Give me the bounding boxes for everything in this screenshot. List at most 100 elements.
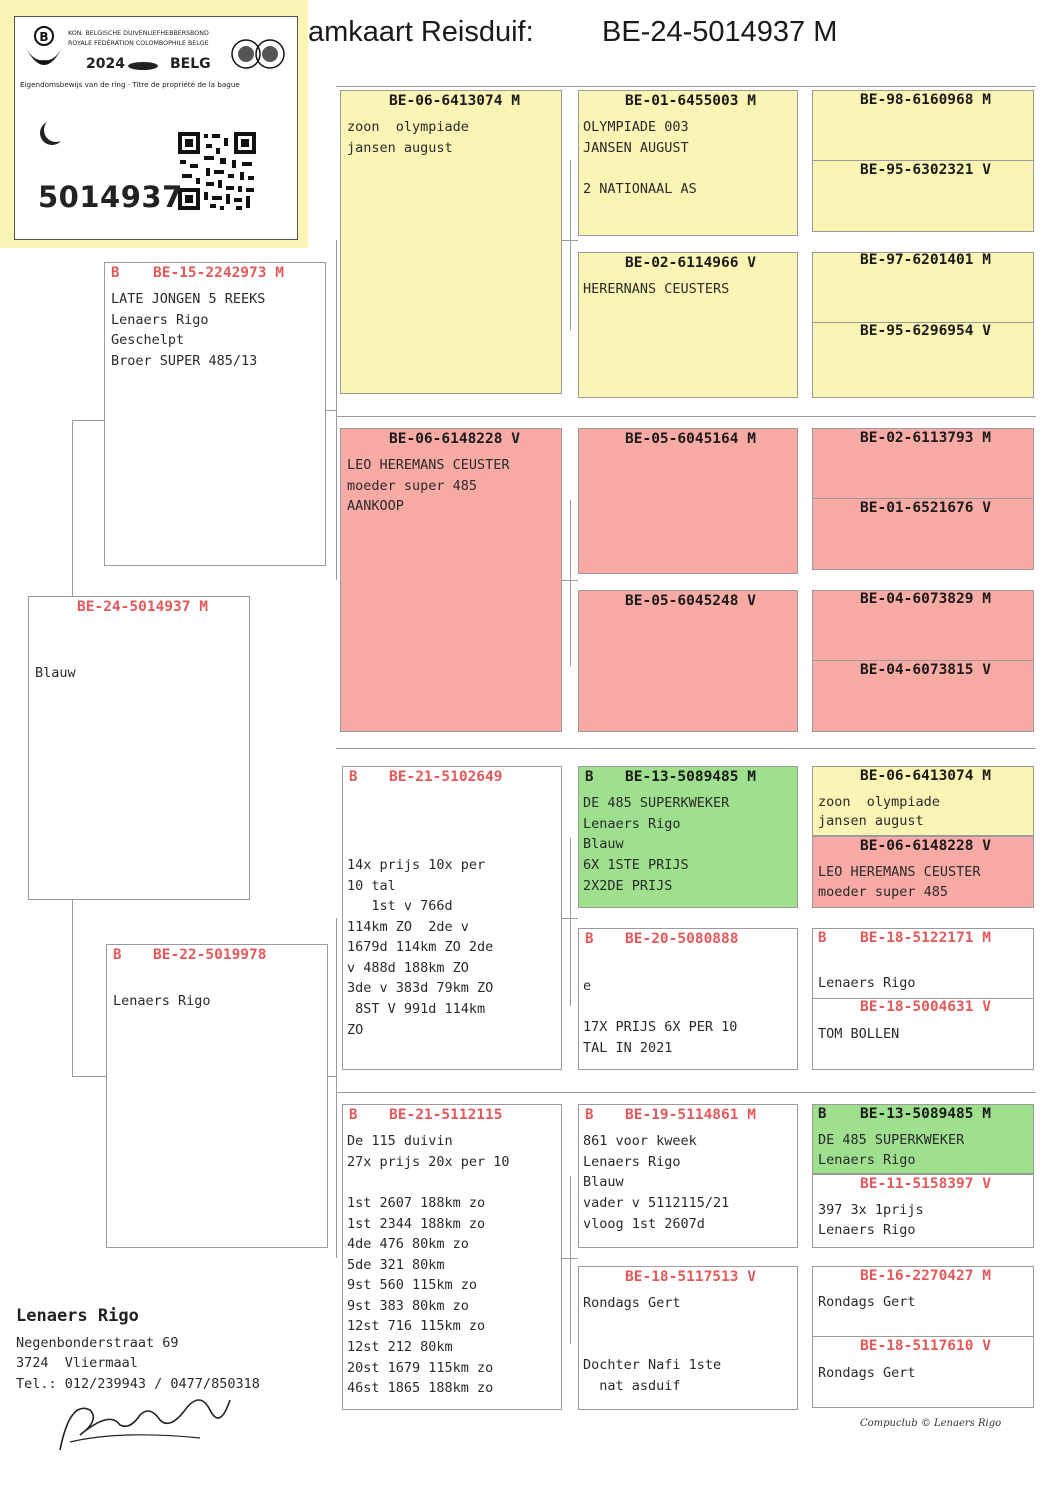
gen4-mmf-line: Lenaers Rigo: [583, 1154, 681, 1170]
father-tag: B: [111, 265, 120, 281]
gen4-mfm-line: e: [583, 978, 592, 994]
signature-icon: [59, 1399, 231, 1451]
gen5-line: Rondags Gert: [818, 1294, 916, 1310]
gen5-line: DE 485 SUPERKWEKER: [818, 1132, 965, 1148]
gen3-mm-box[interactable]: B BE-21-5112115 De 115 duivin 27x prijs …: [342, 1104, 562, 1410]
gen5-ring[interactable]: BE-04-6073815 V: [860, 662, 991, 678]
gen5-ring[interactable]: BE-97-6201401 M: [860, 252, 991, 268]
gen4-mmm-line: Dochter Nafi 1ste: [583, 1357, 722, 1373]
owner-phone: Tel.: 012/239943 / 0477/850318: [16, 1376, 260, 1392]
gen5-pair-box: [812, 428, 1034, 570]
gen5-pair-box: [812, 252, 1034, 398]
federation-logo-icon: B: [26, 26, 62, 65]
gen5-tag: B: [818, 930, 827, 946]
gen3-mm-line: 1st 2607 188km zo: [347, 1195, 486, 1211]
gen4-fff-box[interactable]: BE-01-6455003 M OLYMPIADE 003 JANSEN AUG…: [578, 90, 798, 236]
gen3-fm-line: LEO HEREMANS CEUSTER: [347, 457, 510, 473]
gen4-mmf-tag: B: [585, 1107, 594, 1123]
gen5-ring[interactable]: BE-18-5122171 M: [860, 930, 991, 946]
gen5-line: moeder super 485: [818, 884, 949, 900]
gen4-mmf-line: vader v 5112115/21: [583, 1195, 730, 1211]
gen4-mfm-line: 17X PRIJS 6X PER 10: [583, 1019, 738, 1035]
mother-ring: BE-22-5019978: [153, 947, 267, 963]
gen5-line: zoon olympiade: [818, 794, 940, 810]
page-title-ring: BE-24-5014937 M: [602, 16, 838, 48]
org-line-1: KON. BELGISCHE DUIVENLIEFHEBBERSBOND: [68, 30, 209, 37]
father-line: LATE JONGEN 5 REEKS: [111, 291, 266, 307]
gen4-fmf-box[interactable]: BE-05-6045164 M: [578, 428, 798, 574]
gen4-ffm-box[interactable]: BE-02-6114966 V HERERNANS CEUSTERS: [578, 252, 798, 398]
gen3-mf-tag: B: [349, 769, 358, 785]
gen3-mm-ring: BE-21-5112115: [389, 1107, 503, 1123]
gen3-fm-line: moeder super 485: [347, 478, 478, 494]
moon-icon: [44, 118, 68, 142]
father-line: Lenaers Rigo: [111, 312, 209, 328]
gen3-mf-line: 1679d 114km ZO 2de: [347, 939, 494, 955]
father-box[interactable]: B BE-15-2242973 M LATE JONGEN 5 REEKS Le…: [104, 262, 326, 566]
gen5-top-box[interactable]: [812, 1104, 1034, 1174]
owner-city: 3724 Vliermaal: [16, 1355, 138, 1371]
gen5-line: Lenaers Rigo: [818, 1222, 916, 1238]
gen5-top-box[interactable]: [812, 766, 1034, 836]
qr-code-icon: [176, 130, 258, 212]
mother-tag: B: [113, 947, 122, 963]
gen5-pair-box: [812, 90, 1034, 232]
owner-street: Negenbonderstraat 69: [16, 1335, 179, 1351]
gen4-fff-ring: BE-01-6455003 M: [625, 93, 756, 109]
gen5-bottom-box[interactable]: [812, 1174, 1034, 1248]
gen5-ring[interactable]: BE-95-6302321 V: [860, 162, 991, 178]
gen5-bottom-box[interactable]: [812, 836, 1034, 908]
gen4-ffm-line: HERERNANS CEUSTERS: [583, 281, 730, 297]
gen5-ring[interactable]: BE-95-6296954 V: [860, 323, 991, 339]
gen3-mm-line: 12st 716 115km zo: [347, 1318, 486, 1334]
gen3-mf-box[interactable]: B BE-21-5102649 14x prijs 10x per 10 tal…: [342, 766, 562, 1070]
gen4-mmf-box[interactable]: B BE-19-5114861 M 861 voor kweek Lenaers…: [578, 1104, 798, 1248]
gen5-ring[interactable]: BE-04-6073829 M: [860, 591, 991, 607]
gen3-mm-line: 9st 560 115km zo: [347, 1277, 478, 1293]
gen4-mfm-tag: B: [585, 931, 594, 947]
gen5-pair-box: [812, 590, 1034, 732]
father-ring: BE-15-2242973 M: [153, 265, 284, 281]
gen4-mfm-ring: BE-20-5080888: [625, 931, 739, 947]
gen4-ffm-ring: BE-02-6114966 V: [625, 255, 756, 271]
ring-year: 2024: [86, 56, 125, 72]
gen4-fff-line: 2 NATIONAAL AS: [583, 181, 697, 197]
gen4-mff-box[interactable]: B BE-13-5089485 M DE 485 SUPERKWEKER Len…: [578, 766, 798, 908]
gen5-ring[interactable]: BE-18-5004631 V: [860, 999, 991, 1015]
gen4-mff-line: 6X 1STE PRIJS: [583, 857, 689, 873]
svg-text:B: B: [39, 30, 48, 44]
gen5-line: Lenaers Rigo: [818, 975, 916, 991]
gen5-ring[interactable]: BE-02-6113793 M: [860, 430, 991, 446]
gen5-ring[interactable]: BE-18-5117610 V: [860, 1338, 991, 1354]
gen5-ring: BE-13-5089485 M: [860, 1106, 991, 1122]
gen3-mm-line: 20st 1679 115km zo: [347, 1360, 494, 1376]
gen5-ring[interactable]: BE-16-2270427 M: [860, 1268, 991, 1284]
gen3-fm-box[interactable]: BE-06-6148228 V LEO HEREMANS CEUSTER moe…: [340, 428, 562, 732]
gen5-pair-box: [812, 928, 1034, 1070]
gen4-mmm-ring: BE-18-5117513 V: [625, 1269, 756, 1285]
gen5-ring[interactable]: BE-98-6160968 M: [860, 92, 991, 108]
gen4-mmm-box[interactable]: BE-18-5117513 V Rondags Gert Dochter Naf…: [578, 1266, 798, 1410]
gen5-line: 397 3x 1prijs: [818, 1202, 924, 1218]
gen3-mf-line: 14x prijs 10x per: [347, 857, 486, 873]
gen4-mfm-box[interactable]: B BE-20-5080888 e 17X PRIJS 6X PER 10 TA…: [578, 928, 798, 1070]
gen4-mff-line: DE 485 SUPERKWEKER: [583, 795, 730, 811]
subject-ring: BE-24-5014937 M: [77, 599, 208, 615]
gen4-mmf-line: Blauw: [583, 1174, 624, 1190]
page-title-prefix: amkaart Reisduif:: [308, 16, 534, 48]
gen5-ring: BE-11-5158397 V: [860, 1176, 991, 1192]
ring-country: BELG: [170, 56, 211, 72]
gen3-mm-line: 4de 476 80km zo: [347, 1236, 469, 1252]
gen4-mmf-line: vloog 1st 2607d: [583, 1216, 705, 1232]
gen3-mf-line: 1st v 766d: [347, 898, 453, 914]
gen3-mm-line: 5de 321 80km: [347, 1257, 445, 1273]
subject-pigeon-box[interactable]: BE-24-5014937 M Blauw: [28, 596, 250, 900]
gen3-mf-line: 3de v 383d 79km ZO: [347, 980, 494, 996]
gen4-fmm-box[interactable]: BE-05-6045248 V: [578, 590, 798, 732]
gen3-ff-box[interactable]: BE-06-6413074 M zoon olympiade jansen au…: [340, 90, 562, 394]
gen3-ff-line: jansen august: [347, 140, 453, 156]
mother-box[interactable]: B BE-22-5019978 Lenaers Rigo: [106, 944, 328, 1248]
gen3-mm-line: 9st 383 80km zo: [347, 1298, 469, 1314]
gen5-ring[interactable]: BE-01-6521676 V: [860, 500, 991, 516]
owner-name: Lenaers Rigo: [16, 1306, 139, 1326]
